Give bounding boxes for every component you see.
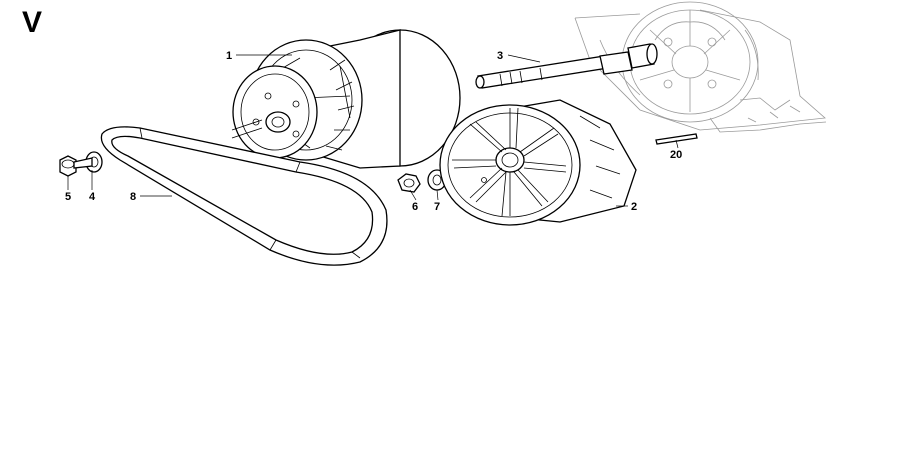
bolt-part-5 [59,155,77,177]
shaft-part-3 [475,43,658,89]
callout-2: 2 [631,201,637,213]
callout-5: 5 [65,191,71,203]
key-part-20 [655,133,698,145]
washer-part-4 [73,151,103,173]
callout-3: 3 [497,50,503,62]
nut-part-6 [397,173,421,193]
drive-pulley-part-2 [439,99,637,226]
callout-labels: 1 2 3 4 5 6 7 8 20 [65,50,682,213]
drive-belt-part-8 [100,126,388,266]
callout-1: 1 [226,50,232,62]
callout-4: 4 [89,191,96,203]
callout-8: 8 [130,191,136,203]
section-letter: V [22,6,42,39]
engine-housing-drawing [574,1,827,133]
callout-20: 20 [670,149,682,161]
driven-pulley-part-1 [231,29,461,169]
leader-lines [67,54,679,207]
callout-6: 6 [412,201,418,213]
callout-7: 7 [434,201,440,213]
